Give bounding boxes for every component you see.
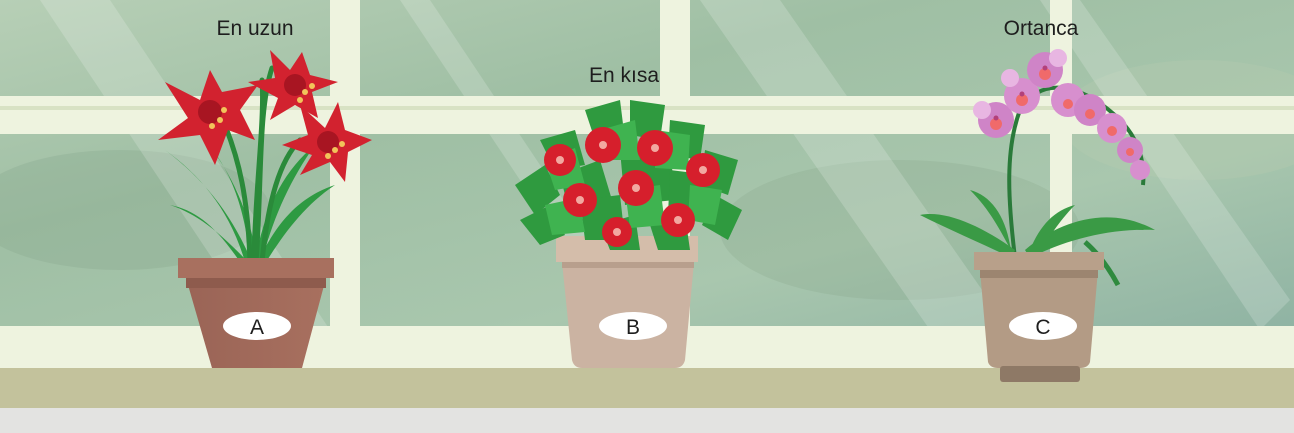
label-c: Ortanca (1003, 17, 1079, 40)
pot-c-rim (974, 252, 1104, 270)
pot-a-rim (178, 258, 334, 278)
pot-c-letter: C (1035, 316, 1050, 339)
flower-a1 (158, 70, 258, 165)
pot-a-letter: A (250, 316, 264, 339)
shelf (0, 368, 1294, 408)
plant-c: C (920, 49, 1155, 382)
plant-a: A (158, 50, 372, 368)
flower-a3 (282, 102, 372, 182)
label-a: En uzun (216, 17, 294, 40)
pot-c-tag (1009, 312, 1077, 340)
pot-a-tag (223, 312, 291, 340)
pot-b-tag (599, 312, 667, 340)
pot-b-letter: B (626, 316, 640, 339)
flower-a2 (248, 50, 338, 120)
plant-b: B (515, 100, 742, 368)
label-b: En kısa (588, 64, 660, 87)
